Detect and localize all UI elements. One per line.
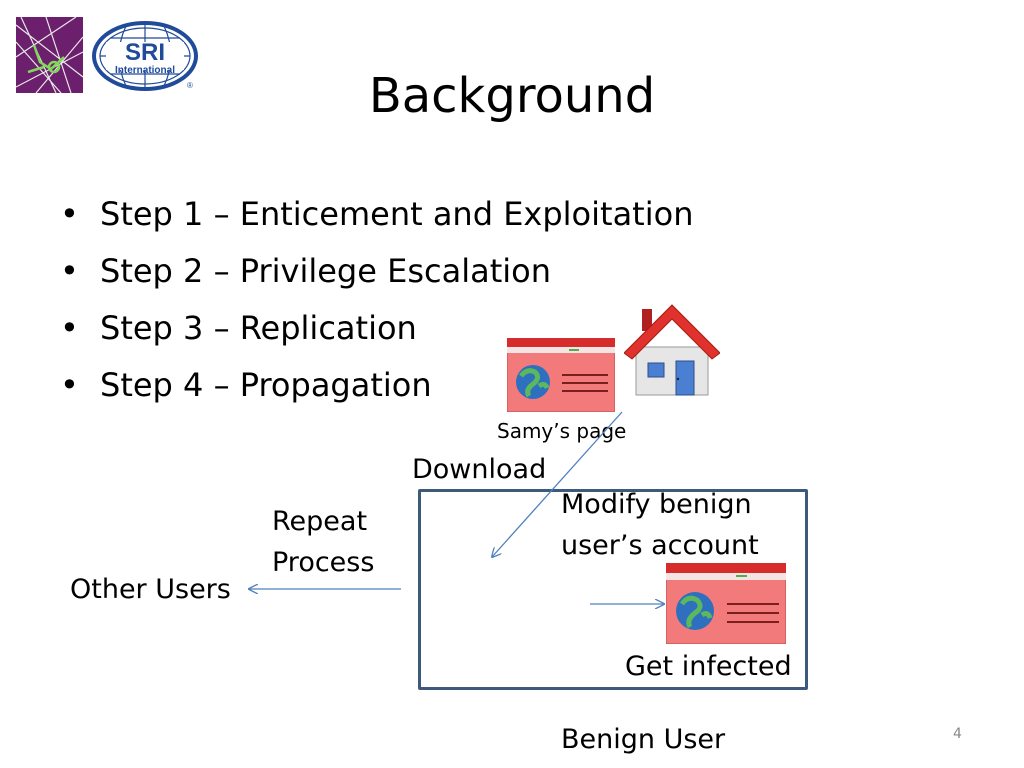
bullet-text: Step 2 – Privilege Escalation [100,252,551,290]
bullet-text: Step 4 – Propagation [100,366,432,404]
bullet-item: • Step 2 – Privilege Escalation [60,243,693,300]
sri-logo-registered: ® [187,81,193,90]
bullet-list: • Step 1 – Enticement and Exploitation • S… [60,186,693,414]
benign-user-box [418,489,808,690]
slide-number: 4 [953,726,962,742]
get-infected-label: Get infected [625,651,792,682]
webpage-icon [665,562,787,645]
bullet-item: • Step 4 – Propagation [60,357,693,414]
modify-label-line2: user’s account [561,530,759,561]
other-users-label: Other Users [70,574,231,605]
webpage-icon [506,337,616,413]
download-label: Download [412,454,547,485]
repeat-label-line1: Repeat [272,506,368,537]
sri-logo-subtext: International [115,65,175,76]
globe-icon [676,592,714,630]
bullet-text: Step 3 – Replication [100,309,417,347]
purple-logo-icon [15,16,84,94]
sri-logo-text: SRI [125,39,165,66]
download-arrow [492,411,623,557]
bullet-item: • Step 1 – Enticement and Exploitation [60,186,693,243]
bullet-text: Step 1 – Enticement and Exploitation [100,195,694,233]
bullet-marker: • [60,195,79,233]
bullet-marker: • [60,252,79,290]
house-icon [623,303,721,397]
benign-user-label: Benign User [561,724,726,755]
bullet-marker: • [60,366,79,404]
repeat-label-line2: Process [272,547,375,578]
bullet-item: • Step 3 – Replication [60,300,693,357]
sri-logo-icon: SRI International ® [92,20,200,92]
globe-icon [516,365,550,399]
modify-label-line1: Modify benign [561,489,752,520]
bullet-marker: • [60,309,79,347]
slide-title: Background [368,68,656,124]
